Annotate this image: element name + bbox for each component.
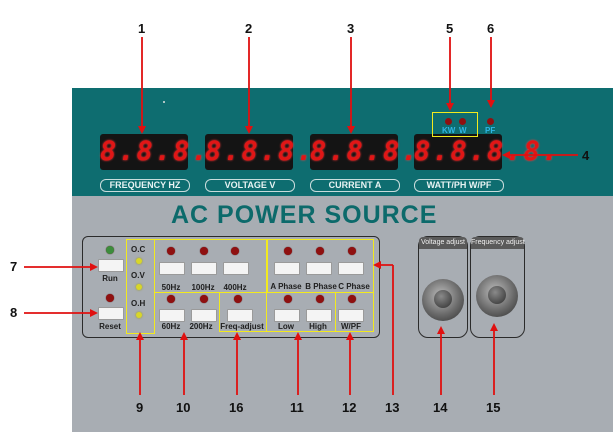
60hz-button[interactable] — [159, 309, 185, 322]
overcurrent-label: O.C — [131, 245, 146, 254]
watt-label: WATT/PH W/PF — [414, 179, 504, 192]
b-phase-label: B Phase — [305, 282, 337, 291]
w-led — [459, 118, 466, 125]
high-range-button[interactable] — [306, 309, 332, 322]
50hz-label: 50Hz — [161, 283, 181, 292]
200hz-button[interactable] — [191, 309, 217, 322]
low-range-button[interactable] — [274, 309, 300, 322]
60hz-label: 60Hz — [161, 322, 181, 331]
c-phase-button[interactable] — [338, 262, 364, 275]
control-button-group — [82, 236, 380, 338]
freq-adjust-label: Freq-adjust — [220, 322, 264, 331]
callout-number-16: 16 — [229, 400, 244, 415]
reset-led — [106, 294, 114, 302]
freq-adjust-led — [234, 295, 242, 303]
400hz-led — [231, 247, 239, 255]
overvoltage-label: O.V — [131, 271, 145, 280]
frequency-knob-panel: Frequency adjust — [470, 236, 525, 338]
overheat-led — [136, 312, 142, 318]
voltage-knob-panel: Voltage adjust — [418, 236, 468, 338]
100hz-led — [200, 247, 208, 255]
50hz-led — [167, 247, 175, 255]
callout-number-7: 7 — [10, 259, 18, 274]
kw-w-indicator-box — [432, 112, 478, 137]
frequency-adjust-knob[interactable] — [476, 275, 518, 317]
200hz-led — [200, 295, 208, 303]
callout-number-9: 9 — [136, 400, 144, 415]
current-label: CURRENT A — [310, 179, 400, 192]
voltage-adjust-knob[interactable] — [422, 279, 464, 321]
panel-screw-dot — [163, 101, 165, 103]
a-phase-led — [284, 247, 292, 255]
callout-number-13: 13 — [385, 400, 400, 415]
frequency-select-box — [154, 239, 268, 293]
400hz-button[interactable] — [223, 262, 249, 275]
run-led — [106, 246, 114, 254]
voltage-adjust-label: Voltage adjust — [419, 237, 467, 249]
pf-label: PF — [485, 126, 496, 135]
overcurrent-led — [136, 258, 142, 264]
c-phase-label: C Phase — [338, 282, 370, 291]
frequency-adjust-label: Frequency adjust — [471, 237, 525, 249]
callout-number-6: 6 — [487, 21, 495, 36]
low-label: Low — [278, 322, 294, 331]
callout-number-2: 2 — [245, 21, 253, 36]
low-led — [284, 295, 292, 303]
b-phase-button[interactable] — [306, 262, 332, 275]
high-led — [316, 295, 324, 303]
overheat-label: O.H — [131, 299, 146, 308]
50hz-button[interactable] — [159, 262, 185, 275]
wpf-button[interactable] — [338, 309, 364, 322]
200hz-label: 200Hz — [189, 322, 213, 331]
wpf-led — [348, 295, 356, 303]
voltage-knob-cap — [434, 290, 452, 308]
wpf-select-box — [335, 292, 374, 332]
pf-led — [487, 118, 494, 125]
frequency-label: FREQUENCY HZ — [100, 179, 190, 192]
a-phase-button[interactable] — [274, 262, 300, 275]
wpf-label: W/PF — [341, 322, 361, 331]
kw-led — [445, 118, 452, 125]
b-phase-led — [316, 247, 324, 255]
freq-adjust-button[interactable] — [227, 309, 253, 322]
400hz-label: 400Hz — [223, 283, 247, 292]
callout-number-3: 3 — [347, 21, 355, 36]
panel-title: AC POWER SOURCE — [171, 201, 438, 229]
callout-number-5: 5 — [446, 21, 454, 36]
100hz-label: 100Hz — [191, 283, 215, 292]
frequency-knob-cap — [488, 286, 506, 304]
reset-button[interactable] — [98, 307, 124, 320]
callout-number-11: 11 — [290, 400, 304, 415]
callout-number-14: 14 — [433, 400, 448, 415]
60hz-led — [167, 295, 175, 303]
voltage-label: VOLTAGE V — [205, 179, 295, 192]
callout-number-8: 8 — [10, 305, 18, 320]
reset-label: Reset — [99, 322, 121, 331]
callout-number-4: 4 — [582, 148, 590, 163]
overvoltage-led — [136, 284, 142, 290]
callout-number-10: 10 — [176, 400, 191, 415]
run-label: Run — [102, 274, 118, 283]
high-label: High — [309, 322, 327, 331]
a-phase-label: A Phase — [270, 282, 302, 291]
callout-number-12: 12 — [342, 400, 357, 415]
callout-number-15: 15 — [486, 400, 501, 415]
100hz-button[interactable] — [191, 262, 217, 275]
callout-number-1: 1 — [138, 21, 146, 36]
run-button[interactable] — [98, 259, 124, 272]
w-label: W — [459, 126, 467, 135]
c-phase-led — [348, 247, 356, 255]
kw-label: KW — [442, 126, 456, 135]
